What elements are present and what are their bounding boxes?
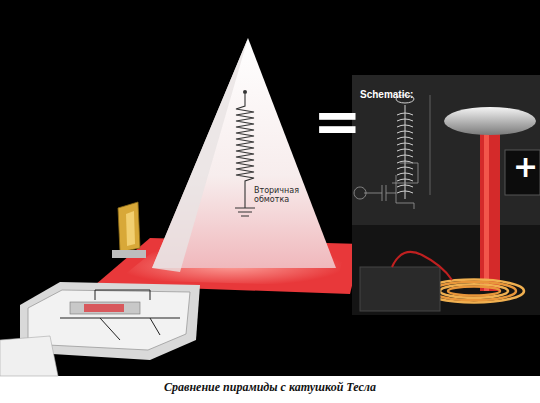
apparatus-wires (60, 290, 180, 340)
gold-plate (118, 202, 140, 252)
apparatus-top (28, 290, 190, 350)
schematic-title: Schematic: (360, 89, 450, 101)
pyramid-outline (140, 36, 346, 274)
primary-spiral (440, 284, 508, 298)
plus-sign: + (513, 152, 538, 182)
tube-highlight (484, 127, 489, 291)
dark-ground (0, 0, 540, 376)
pyramid-side (152, 38, 248, 272)
plus-box (505, 150, 540, 195)
schematic-ground (352, 75, 540, 225)
schematic-wiring (354, 163, 418, 209)
coil-terminal (243, 90, 247, 94)
secondary-coil-symbol (235, 94, 255, 216)
primary-spiral (448, 286, 500, 295)
power-box (360, 267, 440, 311)
figure-caption: Сравнение пирамиды с катушкой Тесла (0, 380, 540, 395)
schematic-leader (430, 95, 431, 195)
apparatus-channel (0, 336, 58, 376)
secondary-tube (480, 127, 500, 291)
equals-sign: = (313, 92, 362, 150)
winding-label: Вторичная обмотка (254, 186, 310, 204)
photo-ground (352, 75, 540, 315)
gold-plate-stand (112, 250, 146, 258)
tesla-coil-panel-outline (352, 75, 540, 315)
gold-plate-face (126, 211, 135, 246)
primary-spiral (432, 282, 516, 300)
pyramid: Вторичная обмотка (140, 36, 346, 274)
top-torus (444, 107, 536, 135)
schematic-coil (397, 105, 413, 199)
apparatus-element (84, 304, 124, 312)
tesla-coil-panel: Schematic: (352, 75, 540, 315)
red-wire (392, 252, 452, 280)
apparatus-chamber (70, 302, 140, 314)
